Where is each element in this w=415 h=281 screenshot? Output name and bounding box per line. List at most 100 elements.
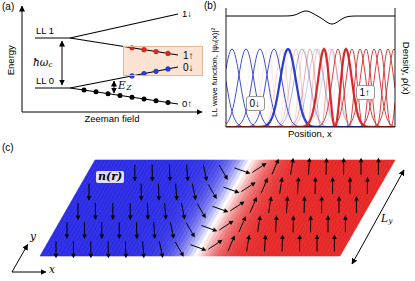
electron-dot xyxy=(153,49,158,54)
spin-arrow xyxy=(321,201,322,214)
plot-frame xyxy=(226,8,395,127)
spin-arrowhead xyxy=(171,234,176,239)
spin-arrowhead xyxy=(201,247,206,251)
spin-arrow xyxy=(304,201,305,214)
spin-arrowhead xyxy=(315,235,320,240)
subscript: c xyxy=(49,62,53,70)
spin-arrowhead xyxy=(139,196,144,201)
electron-dots xyxy=(129,66,170,78)
plane-strip xyxy=(321,160,380,256)
spin-arrowhead xyxy=(163,215,168,220)
spin-arrowhead xyxy=(128,215,133,220)
spin-arrowhead xyxy=(87,196,92,201)
spin-arrow xyxy=(286,201,288,213)
spin-arrow xyxy=(349,181,350,194)
level-label: LL 0 xyxy=(36,76,54,86)
state-label: 1↑ xyxy=(183,50,194,61)
spin-arrow xyxy=(56,241,57,254)
wavefunction-curve xyxy=(226,49,395,127)
spin-arrow xyxy=(378,162,379,175)
energy-axis xyxy=(22,6,23,112)
spin-arrow xyxy=(219,223,229,230)
spin-arrowhead xyxy=(141,254,146,259)
spin-arrow xyxy=(192,184,195,196)
spin-arrow xyxy=(175,242,181,253)
spin-arrow xyxy=(316,239,317,252)
spin-arrowhead xyxy=(204,176,209,181)
wavefunction-curve xyxy=(226,49,395,127)
spin-arrow xyxy=(367,181,368,194)
axis-label: Energy xyxy=(6,45,16,75)
spin-arrow xyxy=(130,203,131,216)
spin-arrow xyxy=(208,184,214,195)
spin-arrow xyxy=(212,206,224,210)
panel-label: (a) xyxy=(2,1,14,12)
spin-arrowhead xyxy=(251,182,256,186)
spin-arrow xyxy=(90,241,91,254)
spin-arrow xyxy=(345,220,346,233)
wavefunction-curve xyxy=(226,49,395,127)
wavefunction-curve xyxy=(226,49,395,127)
wavefunction-curve xyxy=(226,49,395,127)
level-line xyxy=(35,87,70,88)
spin-arrow xyxy=(219,165,225,176)
spin-arrowhead xyxy=(313,177,318,182)
spin-arrowhead xyxy=(182,215,187,220)
spin-arrow xyxy=(272,163,277,174)
spin-arrow xyxy=(134,165,135,178)
electron-dot xyxy=(141,47,146,52)
state-label: 1↑ xyxy=(360,87,371,98)
spin-arrowhead xyxy=(229,221,234,225)
spin-arrowhead xyxy=(157,196,162,201)
spin-arrowhead xyxy=(242,216,246,221)
spin-arrow xyxy=(282,239,283,252)
spin-arrow xyxy=(326,162,327,175)
level-line xyxy=(70,14,178,38)
spin-arrowhead xyxy=(280,235,285,240)
level-label: LL 1 xyxy=(36,26,54,36)
spin-arrow xyxy=(89,184,90,197)
spin-arrowhead xyxy=(274,215,279,220)
spin-arrow xyxy=(203,165,206,177)
spin-arrowhead xyxy=(76,215,81,220)
spin-arrowhead xyxy=(223,208,228,212)
spin-arrow xyxy=(252,166,262,173)
crossing-region xyxy=(123,46,203,76)
spin-arrowhead xyxy=(290,158,295,163)
spin-arrowhead xyxy=(263,235,268,240)
spin-arrow xyxy=(169,165,170,178)
spin-arrowhead xyxy=(279,177,284,182)
electron-dot xyxy=(166,100,171,105)
spin-arrow xyxy=(108,241,109,254)
spin-arrow xyxy=(250,201,255,212)
spin-arrowhead xyxy=(213,194,217,199)
spin-arrow xyxy=(332,181,333,194)
spin-arrowhead xyxy=(296,177,301,182)
axis-label: y xyxy=(30,231,36,243)
panel-label: (c) xyxy=(2,142,14,153)
spin-arrowhead xyxy=(326,215,331,220)
spin-arrowhead xyxy=(359,158,364,163)
spin-arrow xyxy=(78,203,79,216)
zeeman-energy-label: E xyxy=(118,80,126,92)
state-label-box: 0↓ xyxy=(246,96,265,111)
level-label: 0↑ xyxy=(182,99,192,109)
spin-arrow xyxy=(125,241,126,254)
x-axis-arrow xyxy=(12,272,46,273)
electron-dot xyxy=(153,69,158,74)
wavefunction-curve xyxy=(226,49,395,127)
length-label: L xyxy=(381,213,388,225)
spin-arrow xyxy=(291,162,293,174)
spin-arrowhead xyxy=(240,201,245,205)
spin-arrowhead xyxy=(319,196,324,201)
spin-arrow xyxy=(197,204,203,215)
spin-arrow xyxy=(360,162,361,175)
spin-arrow xyxy=(159,241,162,253)
spin-arrowhead xyxy=(365,177,370,182)
spin-arrow xyxy=(101,222,102,235)
spin-arrowhead xyxy=(82,235,87,240)
spin-arrowhead xyxy=(111,215,116,220)
spin-arrow xyxy=(297,181,299,193)
spin-arrow xyxy=(228,240,233,251)
